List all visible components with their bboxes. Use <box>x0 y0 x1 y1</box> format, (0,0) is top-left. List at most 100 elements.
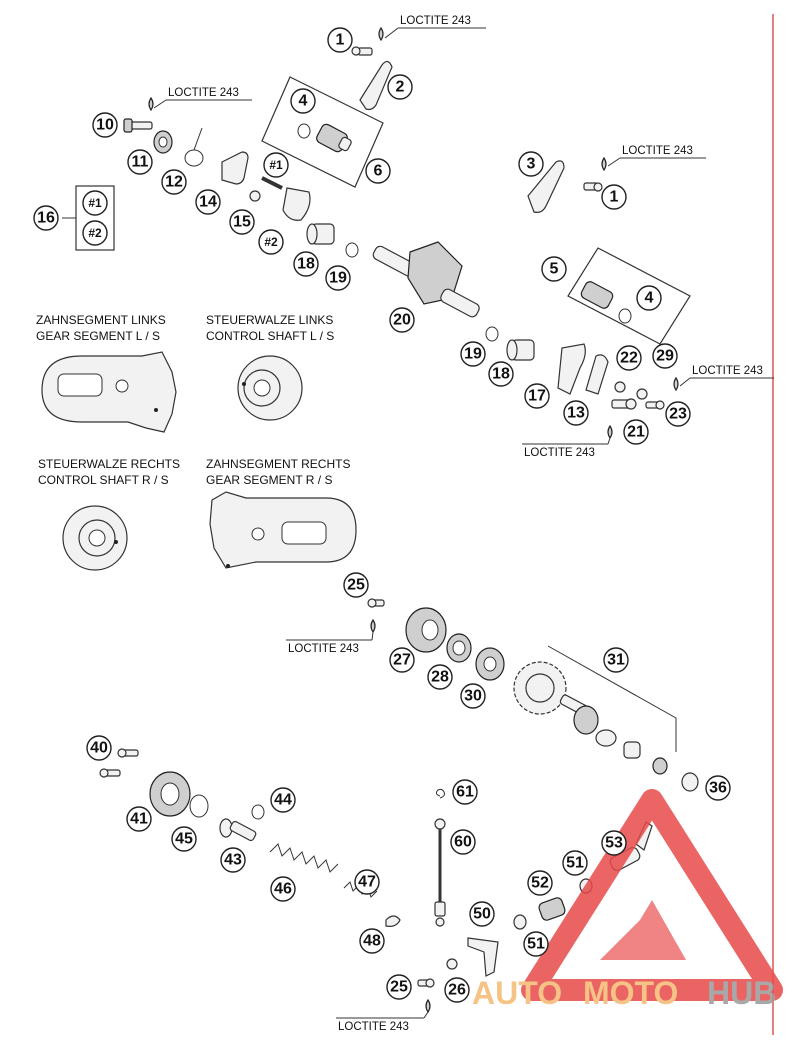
part-loctite-drop-1b <box>601 156 607 172</box>
callout-44: 44 <box>270 787 296 813</box>
callout-number: 36 <box>709 780 727 797</box>
callout-5: 5 <box>541 256 567 282</box>
loctite-note-top: LOCTITE 243 <box>384 15 486 39</box>
part-bracket-50 <box>467 937 499 977</box>
part-lever-13 <box>585 354 609 395</box>
part-oring-4-top <box>297 123 311 139</box>
loctite-note-25-mid: LOCTITE 243 <box>286 631 374 655</box>
loctite-label: LOCTITE 243 <box>692 365 763 377</box>
part-hub-27 <box>405 607 447 653</box>
callout-number: 40 <box>90 740 108 757</box>
view-gear-segment-left <box>41 351 177 433</box>
callout-31: 31 <box>603 647 629 673</box>
label-line-en: CONTROL SHAFT L / S <box>206 329 334 343</box>
callout-number: 19 <box>329 270 347 287</box>
callout-number: 4 <box>299 93 308 110</box>
part-washer-29 <box>636 388 648 400</box>
part-spring-12 <box>184 127 204 167</box>
part-loctite-drop-23 <box>673 376 679 392</box>
callout-number: 20 <box>393 312 411 329</box>
callout-number: 12 <box>165 174 183 191</box>
part-pin-h1 <box>261 176 283 190</box>
callout-51-up: 51 <box>562 850 588 876</box>
loctite-label: LOCTITE 243 <box>622 145 693 157</box>
part-bushing-52 <box>538 897 566 921</box>
part-oring-4-right <box>618 308 632 324</box>
callout-group16-h2: #2 <box>82 220 108 246</box>
group-box-5 <box>567 247 691 345</box>
callout-18-lower: 18 <box>488 361 514 387</box>
part-plunger-43 <box>219 818 257 842</box>
callout-number: 46 <box>274 881 292 898</box>
callout-22: 22 <box>616 345 642 371</box>
callout-1-top: 1 <box>327 27 353 53</box>
loctite-label: LOCTITE 243 <box>400 15 471 27</box>
part-segment-17 <box>557 343 586 395</box>
callout-number: 3 <box>527 156 536 173</box>
part-valve-6 <box>316 123 352 153</box>
part-loctite-drop-25-mid <box>370 618 376 634</box>
callout-number: 18 <box>492 366 510 383</box>
callout-20: 20 <box>389 307 415 333</box>
callout-27: 27 <box>389 647 415 673</box>
part-cover-41 <box>149 771 191 817</box>
part-screw-25-mid <box>367 598 385 608</box>
part-shaft-20 <box>372 241 480 318</box>
part-screw-21 <box>611 398 637 410</box>
callout-1-right: 1 <box>601 184 627 210</box>
callout-16: 16 <box>33 205 59 231</box>
callout-46: 46 <box>270 876 296 902</box>
callout-number: 18 <box>297 256 315 273</box>
part-oring-19-top <box>345 242 359 258</box>
callout-group16-h1: #1 <box>82 190 108 216</box>
callout-number: 4 <box>645 290 654 307</box>
callout-number: 31 <box>607 652 625 669</box>
part-bushing-11 <box>153 130 173 154</box>
callout-30: 30 <box>460 683 486 709</box>
part-screw-25-low <box>417 978 435 988</box>
callout-47: 47 <box>354 869 380 895</box>
callout-number: 51 <box>566 855 584 872</box>
label-line-de: STEUERWALZE RECHTS <box>38 457 180 471</box>
callout-number: #1 <box>88 196 102 210</box>
part-clip-48 <box>385 915 401 927</box>
label-control-shaft-right: STEUERWALZE RECHTS CONTROL SHAFT R / S <box>38 457 180 487</box>
label-line-de: ZAHNSEGMENT RECHTS <box>206 457 350 471</box>
watermark-logo: AUTO MOTO HUB <box>472 789 783 1011</box>
callout-number: 19 <box>464 346 482 363</box>
callout-number: 17 <box>528 388 546 405</box>
loctite-note-1b: LOCTITE 243 <box>607 145 706 167</box>
callout-number: 1 <box>610 189 619 206</box>
callout-3: 3 <box>518 151 544 177</box>
label-line-en: GEAR SEGMENT R / S <box>206 473 332 487</box>
callout-number: 27 <box>393 652 411 669</box>
callout-number: 21 <box>627 424 645 441</box>
part-oring-44 <box>251 804 265 820</box>
callout-number: 52 <box>531 875 549 892</box>
part-screw-10 <box>123 118 153 133</box>
part-screw-40b <box>99 768 121 778</box>
group-box-6 <box>261 76 384 188</box>
callout-6: 6 <box>365 158 391 184</box>
part-washer-36 <box>681 772 699 792</box>
part-screw-40a <box>117 748 139 758</box>
part-segment-h2 <box>282 187 311 221</box>
callout-number: 43 <box>224 852 242 869</box>
callout-53: 53 <box>601 830 627 856</box>
callout-number: 51 <box>527 936 545 953</box>
part-gear-31 <box>513 661 668 775</box>
part-washer-15 <box>249 190 261 202</box>
part-oring-45 <box>189 794 209 818</box>
loctite-note-10: LOCTITE 243 <box>153 87 252 109</box>
callout-number: #2 <box>264 235 278 249</box>
loctite-note-25-low: LOCTITE 243 <box>336 1011 429 1033</box>
part-shift-lever-3 <box>527 160 565 213</box>
part-bearing-30 <box>475 647 505 681</box>
callout-number: 61 <box>456 784 474 801</box>
callout-number: 25 <box>347 577 365 594</box>
label-line-de: ZAHNSEGMENT LINKS <box>36 313 166 327</box>
callout-18-top: 18 <box>293 251 319 277</box>
part-loctite-drop-10 <box>148 96 154 112</box>
callout-number: 28 <box>431 669 449 686</box>
callout-h1: #1 <box>263 152 289 178</box>
